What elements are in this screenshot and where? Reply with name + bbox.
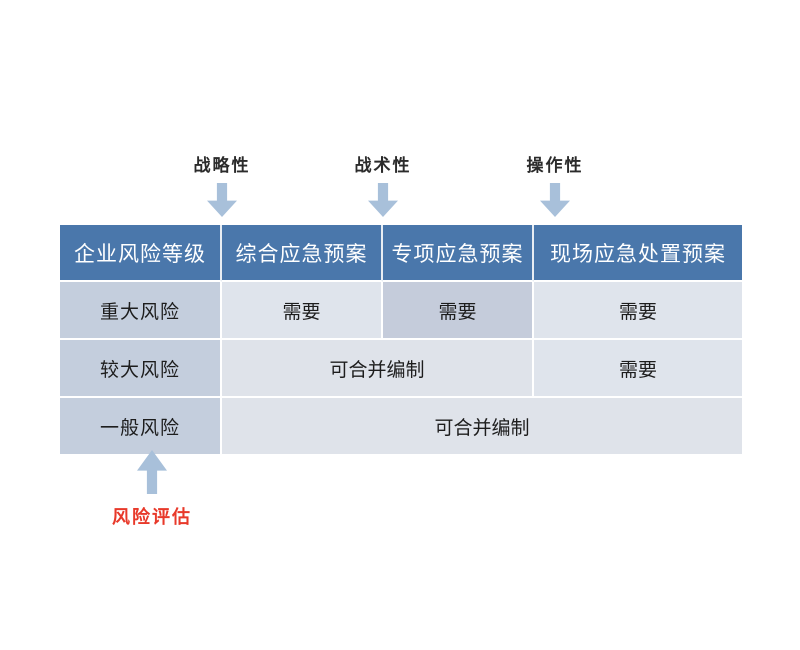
- risk-plan-matrix: 企业风险等级 综合应急预案 专项应急预案 现场应急处置预案 重大风险 需要 需要…: [60, 225, 742, 454]
- annotation-label-operational: 操作性: [526, 156, 584, 176]
- annotation-label-tactical: 战术性: [354, 156, 412, 176]
- arrow-down-icon-operational: [540, 183, 570, 217]
- row-header-significant-risk: 较大风险: [60, 340, 222, 398]
- row-header-general-risk: 一般风险: [60, 398, 222, 454]
- bottom-annotation-risk-assessment: 风险评估: [62, 450, 242, 529]
- cell-major-onsite: 需要: [534, 282, 742, 340]
- table-row-significant-risk: 较大风险 可合并编制 需要: [60, 340, 742, 398]
- column-header-onsite: 现场应急处置预案: [534, 225, 742, 282]
- arrow-up-icon-risk-assessment: [137, 450, 167, 494]
- cell-significant-onsite: 需要: [534, 340, 742, 398]
- top-annotation-layer: 战略性 战术性 操作性: [60, 155, 742, 225]
- cell-major-special: 需要: [383, 282, 534, 340]
- cell-general-merged-plan: 可合并编制: [222, 398, 742, 454]
- cell-major-comprehensive: 需要: [222, 282, 383, 340]
- column-header-special: 专项应急预案: [383, 225, 534, 282]
- arrow-down-icon-strategic: [207, 183, 237, 217]
- annotation-operational: 操作性: [475, 155, 635, 217]
- annotation-tactical: 战术性: [303, 155, 463, 217]
- table-row-general-risk: 一般风险 可合并编制: [60, 398, 742, 454]
- annotation-label-strategic: 战略性: [193, 156, 251, 176]
- table-row-major-risk: 重大风险 需要 需要 需要: [60, 282, 742, 340]
- column-header-risk-level: 企业风险等级: [60, 225, 222, 282]
- row-header-major-risk: 重大风险: [60, 282, 222, 340]
- cell-significant-merged-plan: 可合并编制: [222, 340, 534, 398]
- arrow-down-icon-tactical: [368, 183, 398, 217]
- annotation-strategic: 战略性: [142, 155, 302, 217]
- annotation-label-risk-assessment: 风险评估: [112, 507, 192, 528]
- table-header-row: 企业风险等级 综合应急预案 专项应急预案 现场应急处置预案: [60, 225, 742, 282]
- column-header-comprehensive: 综合应急预案: [222, 225, 383, 282]
